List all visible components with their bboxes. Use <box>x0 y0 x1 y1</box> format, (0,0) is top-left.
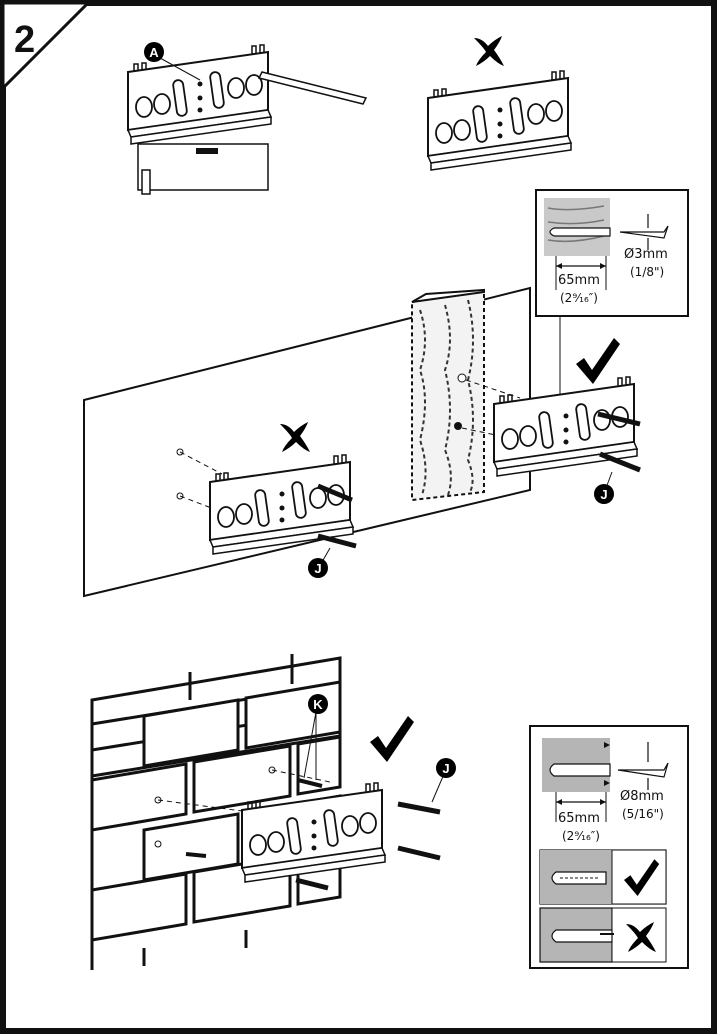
masonry-drill-label: Ø8mm <box>620 789 664 804</box>
masonry-drill-detail: Ø8mm (5/16") 65mm (2⁹⁄₁₆″) <box>529 725 689 969</box>
masonry-depth-label: 65mm <box>558 811 600 826</box>
lag-bolt-lower <box>295 877 329 891</box>
wood-depth-imperial: (2⁹⁄₁₆″) <box>560 291 598 305</box>
wood-drill-detail: Ø3mm (1/8") 65mm (2⁹⁄₁₆″) <box>535 189 689 317</box>
marker-j-drywall: J <box>308 558 328 578</box>
plate-on-brick-correct: K J <box>154 694 456 891</box>
pilot-hole <box>549 227 611 237</box>
wood-section <box>544 198 610 256</box>
svg-text:J: J <box>442 761 449 776</box>
svg-text:A: A <box>149 45 159 60</box>
lag-bolt-middle <box>397 845 441 861</box>
drill-bit-icon <box>619 214 669 250</box>
step-number-tab: 2 <box>1 1 92 92</box>
marker-k: K <box>308 694 328 714</box>
plate-with-level-group: A <box>127 42 368 195</box>
wood-depth-label: 65mm <box>558 273 600 288</box>
svg-text:J: J <box>314 561 321 576</box>
svg-text:J: J <box>600 487 607 502</box>
marker-a: A <box>144 42 164 62</box>
masonry-drill-imperial: (5/16") <box>622 807 664 821</box>
svg-text:K: K <box>313 697 323 712</box>
marker-j-wood: J <box>594 484 614 504</box>
step-number: 2 <box>14 19 35 61</box>
drill-bit-icon <box>617 742 669 790</box>
plate-on-stud-correct: J <box>461 338 641 504</box>
pencil <box>257 71 368 105</box>
wood-drill-imperial: (1/8") <box>630 265 664 279</box>
masonry-depth-imperial: (2⁹⁄₁₆″) <box>562 829 600 843</box>
plate-on-drywall-incorrect: J <box>176 422 357 578</box>
marker-j-brick: J <box>436 758 456 778</box>
wood-drill-label: Ø3mm <box>624 247 668 262</box>
wood-stud <box>411 288 485 502</box>
lag-bolt-upper <box>397 801 441 815</box>
